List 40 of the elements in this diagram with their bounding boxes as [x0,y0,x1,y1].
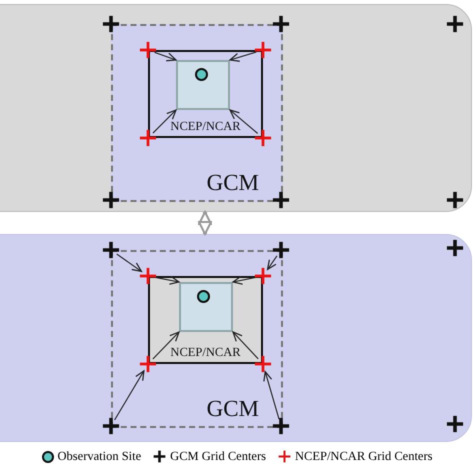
map-band [0,4,472,212]
grid-label: GCM [206,396,259,422]
map-band [0,234,472,442]
arrow [229,52,256,62]
grid-center-cross [139,267,157,285]
arrow [152,331,180,360]
arrow [266,255,278,270]
legend-label: Observation Site [58,449,142,464]
arrow [263,371,280,420]
grid-label: GCM [206,170,259,196]
legend-label: GCM Grid Centers [170,449,266,464]
grid-center-cross [254,41,272,59]
arrow [154,276,180,285]
double-arrow [198,211,212,235]
arrow [229,109,258,134]
grid-cell [148,276,263,364]
grid-center-cross [139,355,157,373]
grid-center-cross [272,241,290,259]
grid-center-cross [139,41,157,59]
arrow [116,254,142,272]
grid-cell [111,250,283,428]
arrow [232,331,259,360]
grid-center-cross [254,355,272,373]
site-cell [176,60,230,110]
grid-cell [111,24,283,202]
arrow [114,370,144,420]
grid-center-cross [102,241,120,259]
legend-label: NCEP/NCAR Grid Centers [295,449,432,464]
grid-cell [148,50,263,138]
grid-center-cross [272,417,290,435]
grid-center-cross [254,129,272,147]
arrow [152,109,177,134]
arrow [154,52,177,62]
site-cell [178,282,232,332]
grid-label: NCEP/NCAR [169,119,242,134]
grid-center-cross [102,417,120,435]
arrow [232,276,256,285]
grid-label: NCEP/NCAR [169,345,242,360]
grid-center-cross [139,129,157,147]
grid-center-cross [254,267,272,285]
